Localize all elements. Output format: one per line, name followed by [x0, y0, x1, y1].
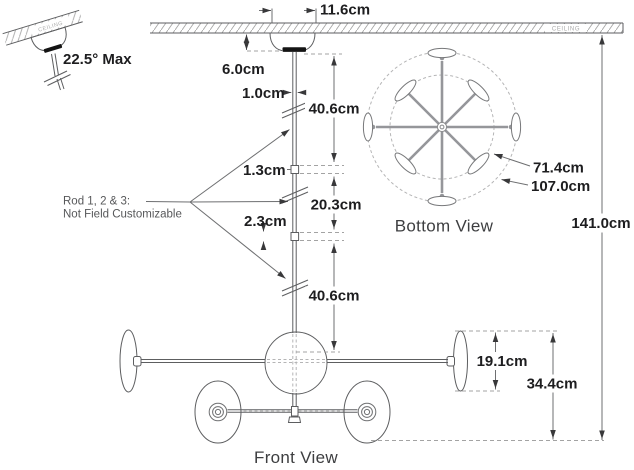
rod-break-3 [281, 279, 309, 297]
rod-note: Rod 1, 2 & 3: Not Field Customizable [63, 129, 290, 279]
bottom-view-label: Bottom View [395, 217, 494, 236]
upper-arm [141, 359, 448, 363]
front-view-fixture [119, 32, 468, 444]
svg-text:71.4cm: 71.4cm [533, 160, 584, 177]
rod-note-line2: Not Field Customizable [63, 209, 182, 221]
shade-knob [133, 356, 142, 367]
dim-rod2: 20.3cm [306, 176, 366, 230]
dim-rod3: 40.6cm [296, 243, 363, 353]
svg-text:107.0cm: 107.0cm [531, 178, 590, 195]
dim-rod1: 40.6cm [304, 53, 363, 162]
dim-coupler1: 1.3cm [243, 162, 344, 179]
canopy-cap-icon [43, 44, 63, 53]
tilted-rod-icon [43, 53, 71, 91]
sphere-hidden-lines [267, 334, 325, 392]
svg-text:19.1cm: 19.1cm [477, 353, 528, 370]
svg-text:20.3cm: 20.3cm [311, 197, 362, 214]
svg-text:1.0cm: 1.0cm [242, 85, 285, 102]
shade-knob [446, 356, 455, 367]
dim-coupler2: 2.3cm [244, 213, 344, 250]
svg-text:40.6cm: 40.6cm [309, 101, 360, 118]
dim-rod-diameter: 1.0cm [242, 85, 307, 102]
max-tilt-label: 22.5° Max [63, 51, 132, 68]
ceiling-band: CEILING [150, 22, 624, 34]
dim-overall-height: 141.0cm [566, 35, 634, 440]
rod-note-line1: Rod 1, 2 & 3: [63, 196, 130, 208]
svg-text:34.4cm: 34.4cm [527, 376, 578, 393]
stem-end-cap [287, 416, 302, 423]
slope-adapter-icon: CEILING 22.5° Max [2, 9, 132, 91]
dim-canopy-width: 11.6cm [259, 2, 370, 23]
rod-coupler-1 [290, 165, 300, 174]
front-view-label: Front View [254, 448, 338, 467]
svg-text:1.3cm: 1.3cm [243, 162, 286, 179]
dim-body-height: 34.4cm [520, 333, 584, 440]
canopy-cap [282, 47, 306, 52]
lower-tier [194, 380, 391, 444]
rod-coupler-2 [290, 232, 300, 241]
rod-break-1 [281, 101, 309, 119]
dim-outer-spread: 107.0cm [501, 178, 590, 195]
svg-text:141.0cm: 141.0cm [571, 215, 630, 232]
dim-inner-spread: 71.4cm [493, 153, 584, 177]
dim-shade-diameter: 19.1cm [455, 330, 557, 392]
svg-text:2.3cm: 2.3cm [244, 213, 287, 230]
bulb-right [357, 402, 377, 422]
shade-discs-plan [362, 47, 522, 207]
dim-canopy-drop: 6.0cm [222, 34, 283, 78]
upper-left-shade [119, 329, 142, 393]
svg-text:40.6cm: 40.6cm [309, 288, 360, 305]
lower-arm-coupler [291, 406, 299, 417]
bulb-left [208, 402, 228, 422]
bottom-view: 71.4cm 107.0cm Bottom View [362, 47, 590, 236]
svg-text:11.6cm: 11.6cm [320, 2, 370, 19]
ceiling-label: CEILING [552, 27, 580, 33]
stem-rod [281, 52, 309, 333]
upper-right-shade [446, 330, 468, 392]
svg-text:6.0cm: 6.0cm [222, 61, 265, 78]
rod-break-2 [281, 186, 309, 204]
